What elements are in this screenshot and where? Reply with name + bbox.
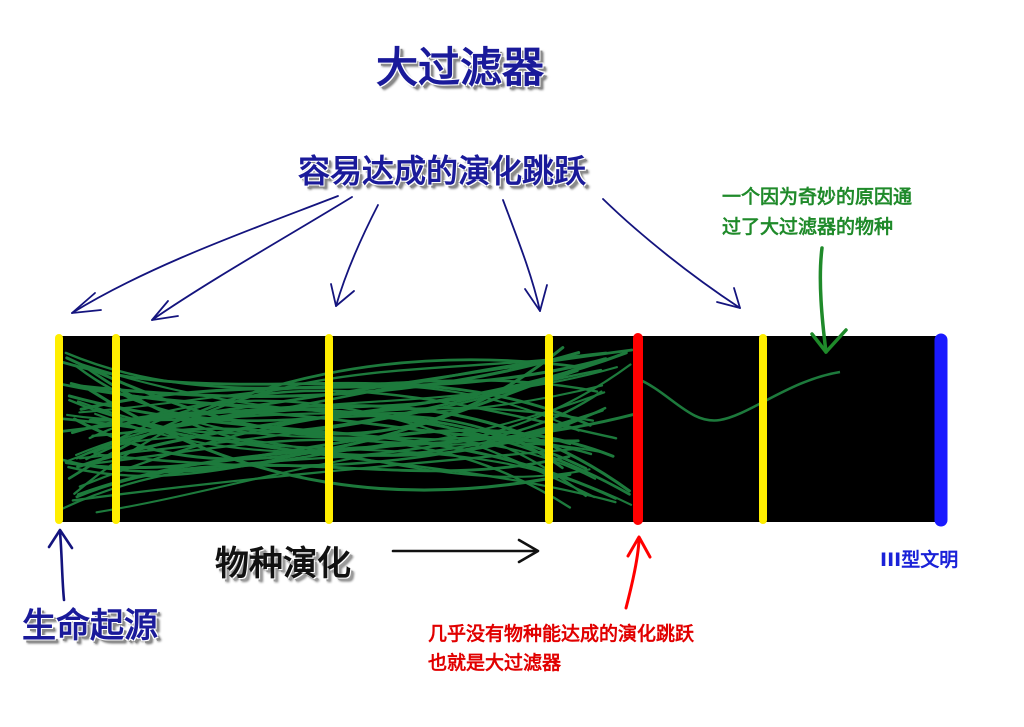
arrow-up-icon: [624, 538, 641, 610]
lineage-strand: [94, 407, 633, 506]
surviving-lineage: [635, 370, 841, 422]
lineage-strand: [71, 448, 574, 502]
lineage-strand: [79, 357, 608, 411]
arrow-down-icon: [716, 287, 741, 309]
lineage-strand: [95, 441, 602, 514]
special-species-line-1: 一个因为奇妙的原因通: [722, 186, 913, 208]
arrow-down-icon: [810, 328, 848, 354]
lineage-strand: [67, 428, 572, 478]
arrow-down-icon: [502, 199, 541, 312]
lineage-strand: [67, 394, 617, 500]
evolution-label: 物种演化: [215, 544, 351, 584]
lineage-strand: [82, 438, 572, 509]
lineage-strand: [61, 361, 592, 427]
lineage-strand: [88, 399, 596, 499]
great-filter-note: 几乎没有物种能达成的演化跳跃 也就是大过滤器: [428, 620, 694, 678]
lineage-strand: [73, 356, 567, 495]
lineage-strand: [80, 363, 604, 457]
page-title: 大过滤器: [376, 43, 545, 92]
lineage-strand: [67, 358, 584, 480]
arrow-down-icon: [818, 246, 828, 354]
arrow-down-icon: [151, 300, 179, 321]
arrow-down-icon: [335, 204, 379, 307]
lineage-strand: [70, 410, 580, 443]
type3-civilization-label: III型文明: [880, 549, 959, 571]
arrow-up-icon: [58, 530, 66, 602]
arrow-up-icon: [47, 528, 74, 550]
lineage-strand: [91, 351, 608, 438]
special-species-label: 一个因为奇妙的原因通 过了大过滤器的物种: [722, 182, 912, 242]
arrow-down-icon: [602, 198, 741, 309]
lineage-strand: [72, 351, 581, 398]
arrow-down-icon: [151, 196, 353, 321]
arrow-up-icon: [626, 535, 652, 559]
arrow-down-icon: [71, 195, 339, 314]
lineage-strand: [76, 413, 634, 497]
arrow-down-icon: [524, 284, 548, 312]
great-filter-note-line-1: 几乎没有物种能达成的演化跳跃: [428, 623, 695, 645]
arrow-down-icon: [71, 292, 102, 314]
great-filter-note-line-2: 也就是大过滤器: [428, 652, 562, 674]
easy-jumps-label: 容易达成的演化跳跃: [298, 152, 587, 190]
origin-label: 生命起源: [22, 606, 158, 646]
arrow-down-icon: [330, 283, 355, 307]
special-species-line-2: 过了大过滤器的物种: [722, 216, 894, 238]
lineage-strand: [76, 400, 617, 504]
arrow-right-icon: [517, 538, 540, 564]
